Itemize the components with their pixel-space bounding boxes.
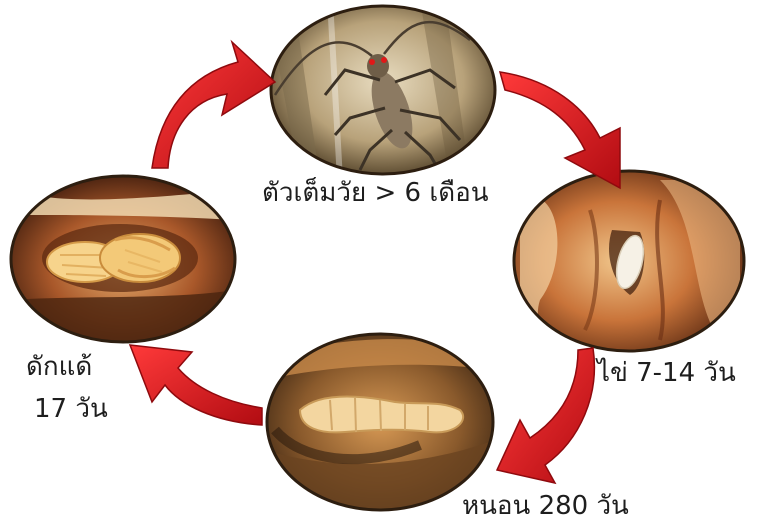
pupa-stage-duration: 17 วัน: [34, 394, 108, 424]
adult-beetle-photo: [270, 0, 495, 180]
arrow-egg-to-larva: [497, 348, 594, 483]
pupa-photo: [10, 176, 235, 345]
adult-stage-label: ตัวเต็มวัย > 6 เดือน: [262, 178, 489, 208]
arrow-larva-to-pupa: [130, 345, 262, 425]
egg-photo: [514, 171, 744, 351]
pupa-stage-label: ดักแด้: [26, 352, 92, 382]
arrow-adult-to-egg: [500, 72, 620, 188]
arrow-pupa-to-adult: [152, 42, 275, 168]
larva-photo: [265, 334, 495, 510]
larva-stage-label: หนอน 280 วัน: [462, 491, 629, 521]
egg-stage-label: ไข่ 7-14 วัน: [597, 358, 736, 388]
